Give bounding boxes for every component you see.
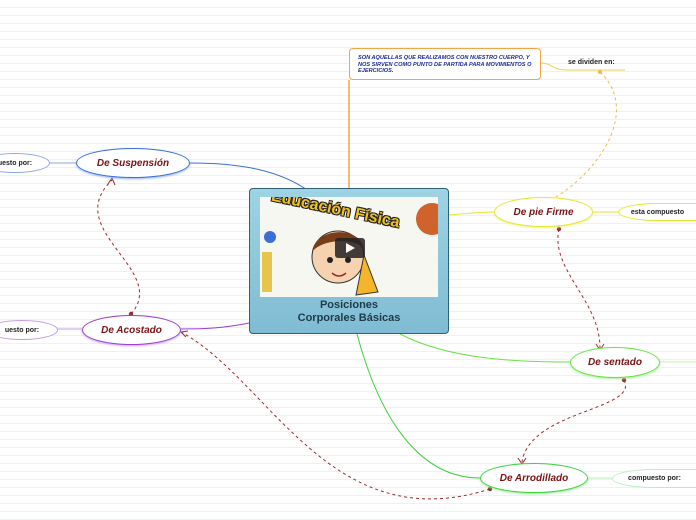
relation-arrow-acostado (181, 331, 188, 337)
subnode-pie-firme[interactable]: esta compuesto (618, 203, 696, 221)
edge-central-sentado (400, 334, 570, 362)
edge-central-piefirme (449, 212, 494, 215)
edge-central-acostado (181, 323, 249, 329)
se-dividen-label[interactable]: se dividen en: (568, 59, 615, 66)
node-suspension[interactable]: De Suspensión (76, 148, 190, 178)
central-video-thumbnail[interactable]: Educación Física (260, 197, 438, 297)
relation-arrow-suspension (108, 178, 115, 185)
edge-label-piefirme (556, 72, 616, 197)
subnode-arrodillado[interactable]: compuesto por: (612, 469, 696, 488)
definition-note[interactable]: SON AQUELLAS QUE REALIZAMOS CON NUESTRO … (349, 48, 541, 80)
relation-acostado-suspension (98, 180, 140, 314)
play-icon[interactable] (335, 238, 365, 258)
edge-central-arrodillado (357, 334, 480, 478)
relation-sentado-arrodillado (522, 380, 626, 462)
node-acostado[interactable]: De Acostado (82, 315, 181, 345)
relation-dot-piefirme (557, 227, 561, 231)
relation-dot-sentado (622, 378, 626, 382)
central-topic[interactable]: Educación Física Posiciones Corporales B… (249, 188, 449, 334)
relation-piefirme-sentado (558, 229, 600, 348)
node-arrodillado[interactable]: De Arrodillado (480, 463, 588, 493)
node-pie-firme[interactable]: De pie Firme (494, 197, 593, 227)
edge-dot-label (598, 70, 602, 74)
relation-arrodillado-acostado (181, 332, 490, 499)
node-sentado[interactable]: De sentado (570, 347, 660, 378)
central-title: Posiciones Corporales Básicas (294, 299, 404, 325)
